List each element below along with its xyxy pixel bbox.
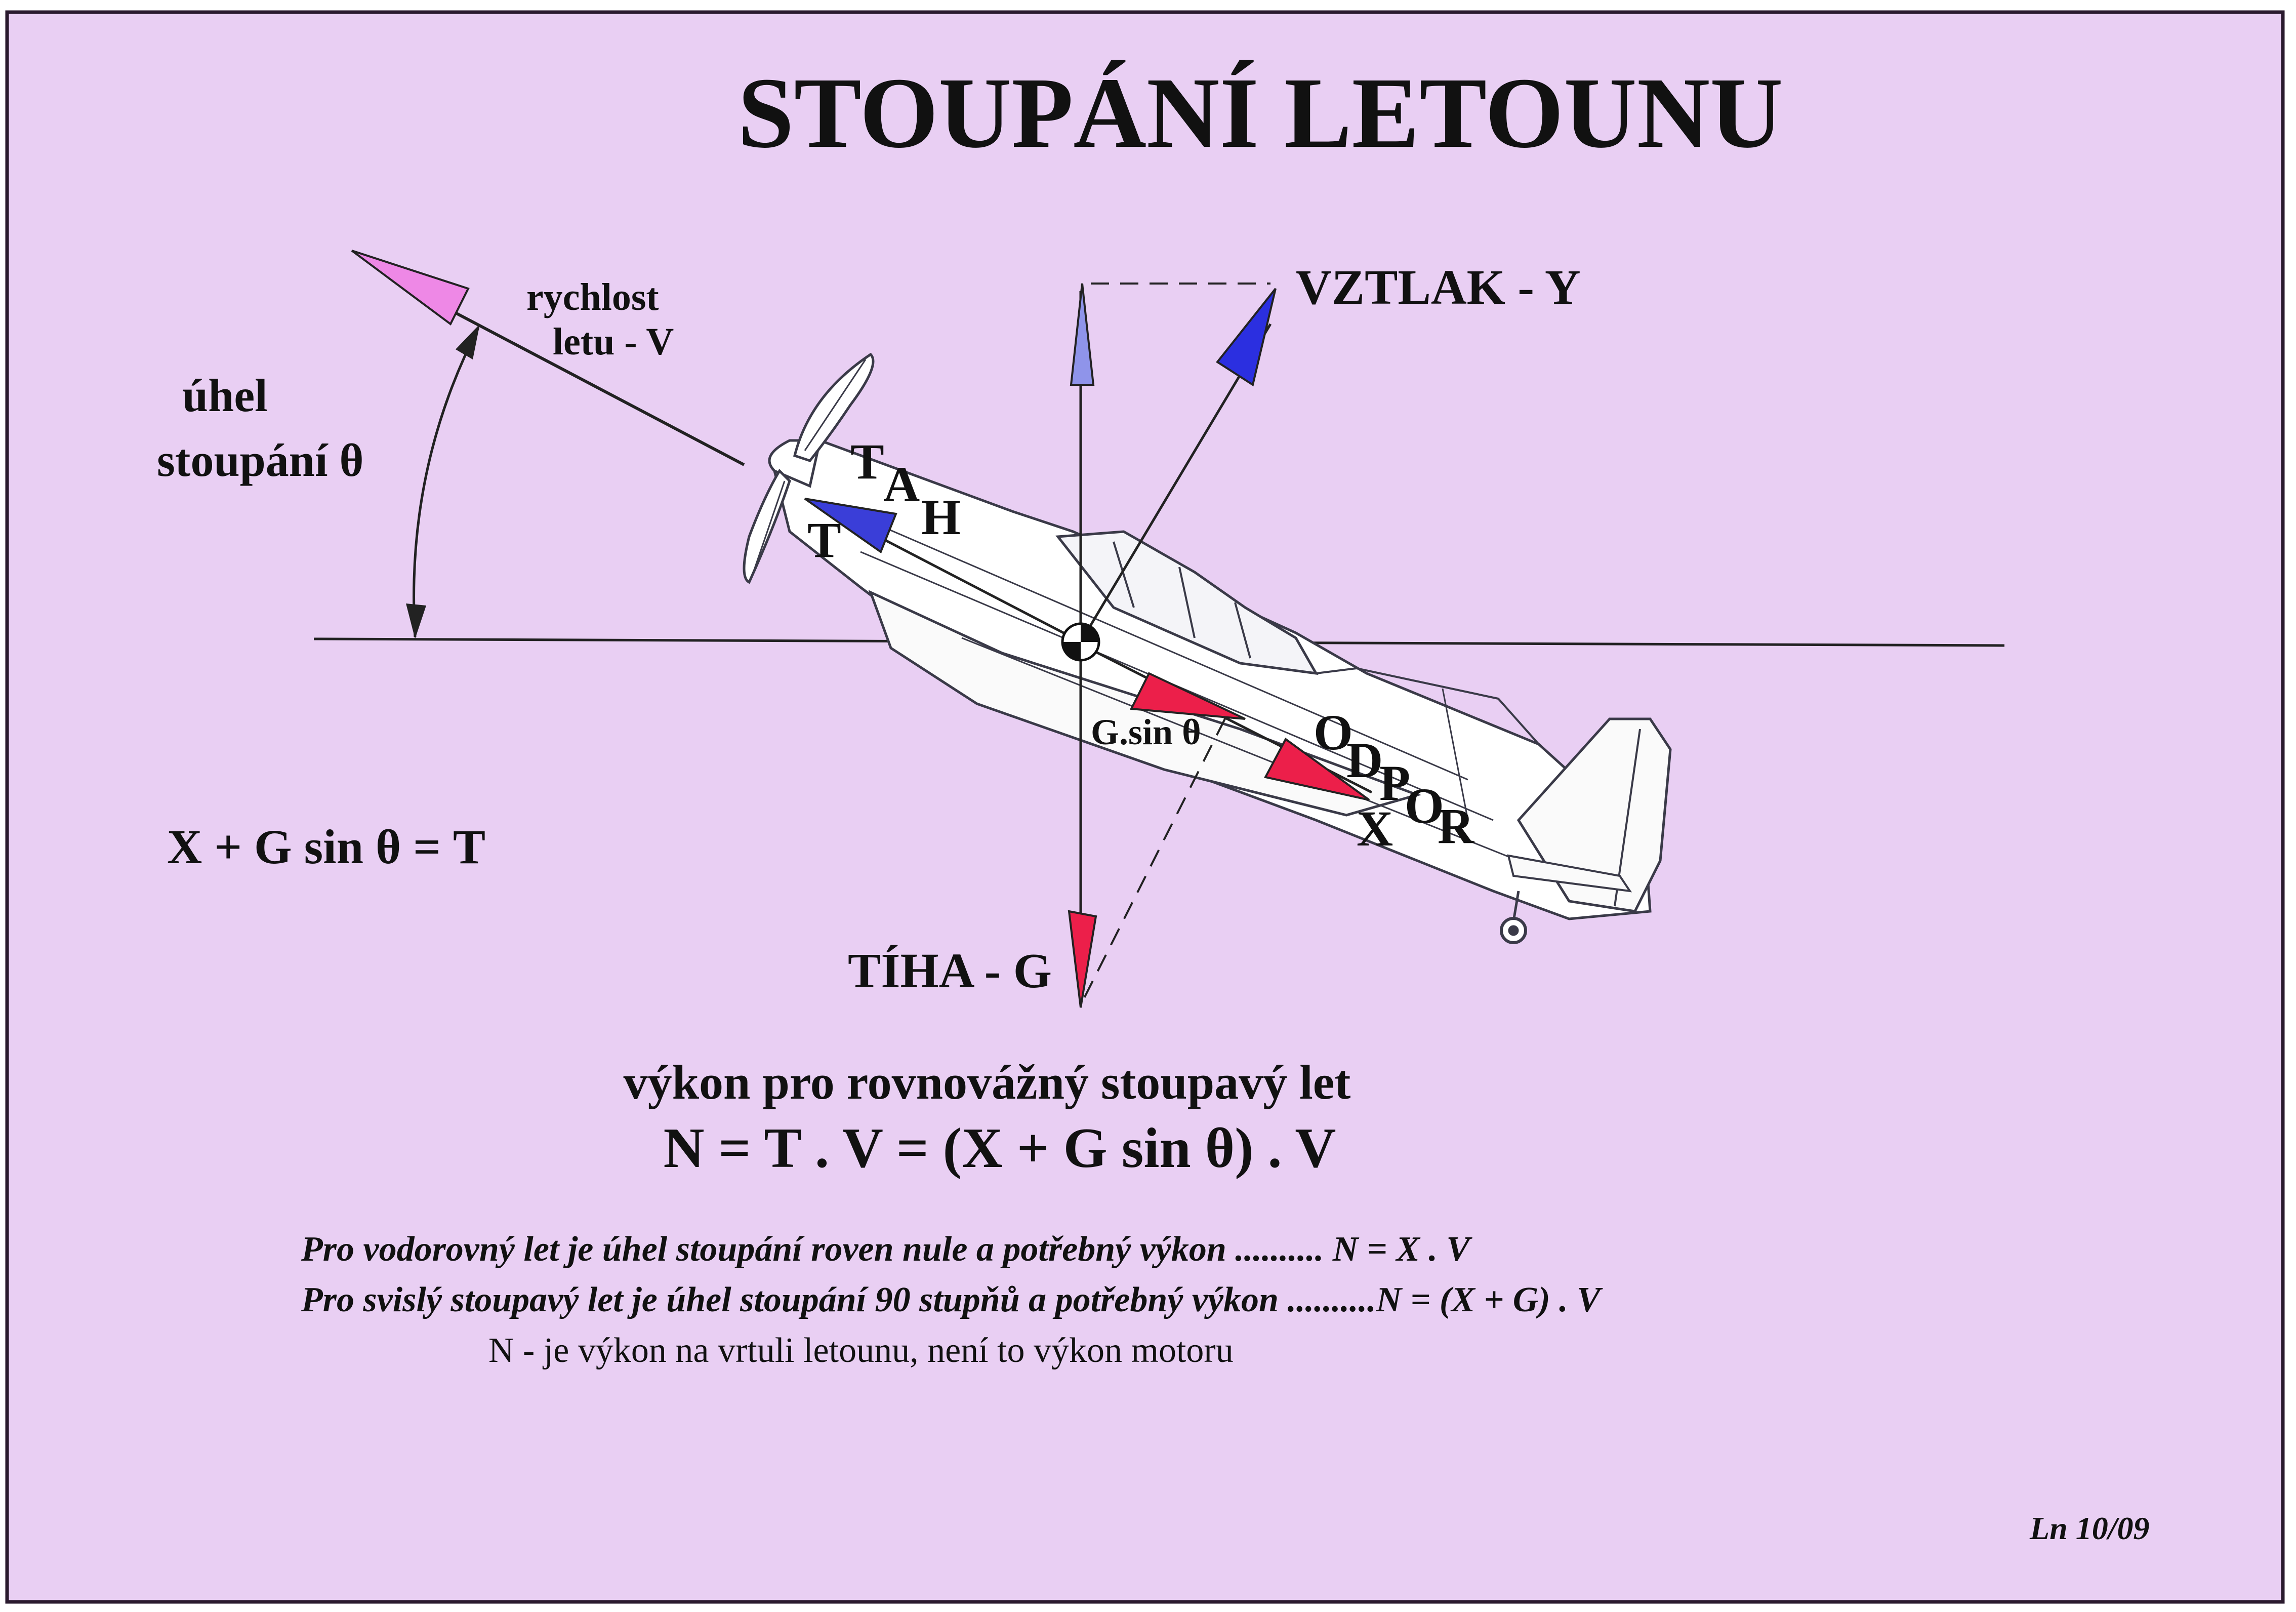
note-vertical-flight: Pro svislý stoupavý let je úhel stoupání…	[301, 1280, 1603, 1319]
canopy-frame-2	[1178, 567, 1196, 638]
speed-label-line1: rychlost	[526, 276, 659, 318]
drag-letter-o1: O	[1314, 704, 1353, 760]
velocity-arrow	[351, 250, 470, 326]
drag-letter-p: P	[1379, 755, 1410, 811]
drag-letter-o2: O	[1405, 778, 1444, 834]
propeller-blade-bottom-rib	[751, 480, 786, 578]
thrust-symbol: T	[807, 512, 841, 568]
propeller-blade-top-rib	[804, 359, 867, 451]
drag-symbol: X	[1357, 800, 1393, 857]
weight-arrow	[1068, 910, 1097, 1008]
angle-arc-arrowhead-top	[456, 324, 480, 359]
gsin-arrow	[1129, 672, 1246, 720]
note-horizontal-flight: Pro vodorovný let je úhel stoupání roven…	[301, 1230, 1472, 1269]
weight-label: TÍHA - G	[848, 944, 1052, 998]
climb-angle-arc	[413, 327, 480, 637]
power-equation: N = T . V = (X + G sin θ) . V	[664, 1117, 1336, 1180]
speed-label-line2: letu - V	[553, 320, 674, 363]
cg-target-icon	[1061, 622, 1100, 662]
rear-fairing	[1316, 667, 1540, 745]
signature: Ln 10/09	[2029, 1510, 2149, 1546]
panel-line-3	[961, 637, 1519, 862]
drag-letter-r: R	[1438, 798, 1475, 854]
thrust-letter-a: A	[883, 456, 920, 512]
lift-label: VZTLAK - Y	[1296, 260, 1581, 315]
gsin-label: G.sin θ	[1091, 712, 1201, 752]
fairing-line	[1442, 688, 1469, 821]
airplane-icon	[768, 439, 1672, 944]
drag-arrow	[1263, 738, 1370, 801]
angle-label-line2: stoupání θ	[157, 434, 364, 486]
power-heading: výkon pro rovnovážný stoupavý let	[624, 1055, 1351, 1109]
page-title: STOUPÁNÍ LETOUNU	[737, 57, 1783, 169]
tail-wheel-hub	[1508, 925, 1519, 936]
thrust-letter-t: T	[850, 433, 884, 490]
angle-arc-arrowhead-bottom	[406, 603, 426, 639]
balance-equation: X + G sin θ = T	[167, 820, 485, 874]
tail-wheel-strut	[1512, 891, 1520, 922]
lift-vertical-arrow	[1070, 283, 1095, 386]
angle-label-line1: úhel	[182, 370, 268, 421]
dashed-line-diagonal	[1082, 718, 1226, 1000]
canopy-frame-1	[1113, 541, 1135, 608]
thrust-arrow	[804, 498, 897, 554]
vertical-tail	[1516, 717, 1672, 913]
lift-arrow	[1216, 288, 1277, 387]
note-propeller-power: N - je výkon na vrtuli letounu, není to …	[488, 1331, 1234, 1370]
propeller-icon	[743, 352, 875, 584]
horizontal-stabilizer	[1507, 854, 1632, 893]
drag-letter-d: D	[1346, 732, 1383, 788]
thrust-letter-h: H	[921, 489, 961, 545]
velocity-line	[455, 311, 745, 466]
canopy-frame-3	[1234, 602, 1251, 659]
panel-line-1	[835, 505, 1468, 781]
